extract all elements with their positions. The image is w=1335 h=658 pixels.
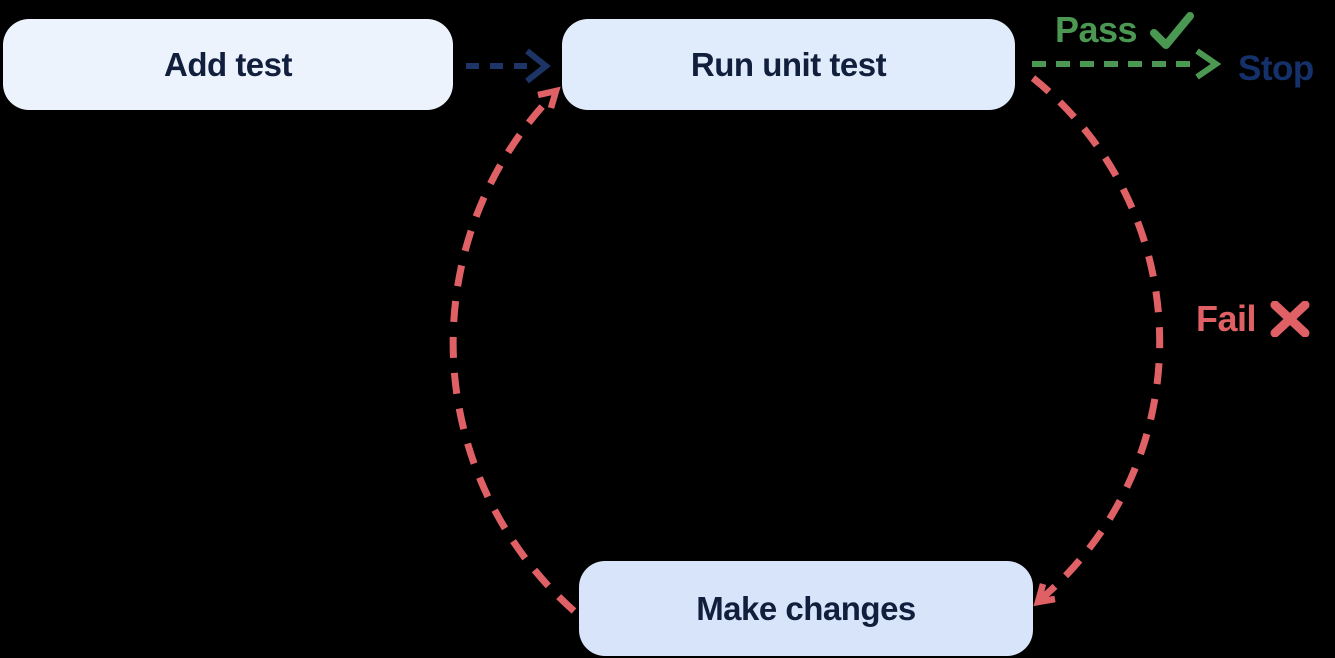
fail-label: Fail (1196, 301, 1310, 337)
node-run-unit-test: Run unit test (562, 19, 1015, 110)
arrowhead-up-right-red-icon (537, 86, 561, 109)
edge-fail-arc (1030, 75, 1164, 602)
check-icon (1150, 12, 1195, 49)
arrowhead-down-left-red-icon (1033, 583, 1056, 607)
stop-label-text: Stop (1238, 49, 1314, 88)
node-make-changes-label: Make changes (696, 589, 916, 627)
pass-label-text: Pass (1055, 9, 1138, 50)
arrowhead-right-green-icon (1195, 48, 1222, 80)
node-run-unit-test-label: Run unit test (690, 45, 887, 83)
pass-label: Pass (1055, 9, 1195, 50)
x-icon (1270, 301, 1310, 337)
node-add-test: Add test (3, 19, 453, 110)
node-add-test-label: Add test (164, 45, 293, 83)
arrowhead-right-blue-icon (525, 48, 551, 84)
stop-label: Stop (1238, 51, 1314, 86)
node-make-changes: Make changes (579, 561, 1033, 656)
fail-label-text: Fail (1196, 298, 1257, 339)
edge-loop-back-arc (449, 96, 577, 614)
